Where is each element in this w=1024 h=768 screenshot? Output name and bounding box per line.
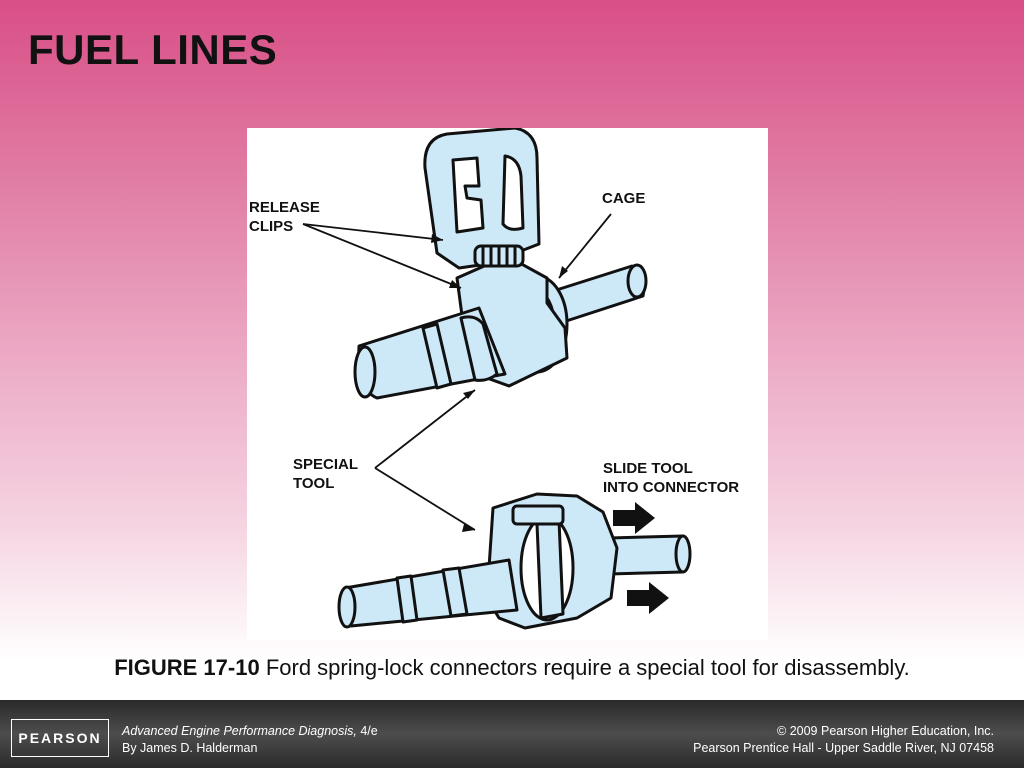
label-special-line1: SPECIAL <box>293 456 358 473</box>
footer-book-info: Advanced Engine Performance Diagnosis, 4… <box>122 723 378 757</box>
figure-number: FIGURE 17-10 <box>114 655 260 680</box>
book-title: Advanced Engine Performance Diagnosis, <box>122 724 357 738</box>
figure-caption: FIGURE 17-10 Ford spring-lock connectors… <box>0 655 1024 681</box>
publisher: Pearson Prentice Hall - Upper Saddle Riv… <box>693 741 994 755</box>
label-slide-line1: SLIDE TOOL <box>603 460 693 477</box>
label-release-line2: CLIPS <box>249 218 293 235</box>
label-special-line2: TOOL <box>293 475 334 492</box>
slide-title: FUEL LINES <box>28 26 278 73</box>
label-cage: CAGE <box>602 190 645 207</box>
footer-publisher-info: © 2009 Pearson Higher Education, Inc. Pe… <box>693 723 994 757</box>
copyright: © 2009 Pearson Higher Education, Inc. <box>777 724 994 738</box>
footer-bar: PEARSON Advanced Engine Performance Diag… <box>0 700 1024 768</box>
connector-diagram: RELEASE CLIPS CAGE SPECIAL TOOL SLIDE TO… <box>249 128 739 630</box>
connector-illustration: RELEASE CLIPS CAGE SPECIAL TOOL SLIDE TO… <box>247 128 768 640</box>
slide-arrow-upper <box>613 502 655 534</box>
lower-left-pipe <box>341 558 519 628</box>
label-release-line1: RELEASE <box>249 199 320 216</box>
book-author: By James D. Halderman <box>122 741 258 755</box>
caption-text: Ford spring-lock connectors require a sp… <box>265 655 910 680</box>
pearson-logo: PEARSON <box>11 719 109 757</box>
book-edition: 4/e <box>356 724 378 738</box>
label-slide-line2: INTO CONNECTOR <box>603 479 739 496</box>
slide-arrow-lower <box>627 582 669 614</box>
